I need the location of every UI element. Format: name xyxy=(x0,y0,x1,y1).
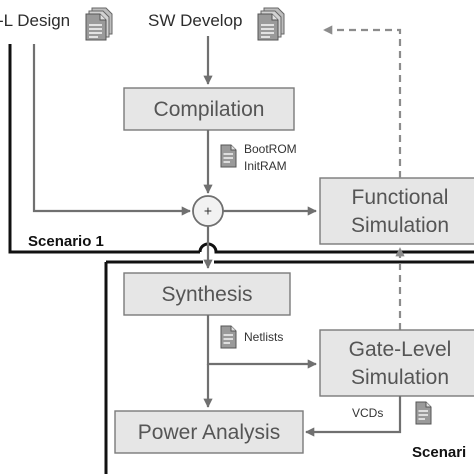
functional-label-line1: Functional xyxy=(352,186,449,209)
merge-symbol: + xyxy=(204,203,212,219)
rtl-design-label: -L Design xyxy=(0,11,70,30)
compilation-label: Compilation xyxy=(154,98,265,121)
scenario1-line-hop xyxy=(198,242,220,254)
vcds-label: VCDs xyxy=(352,406,383,420)
scenario2-label: Scenari xyxy=(412,444,466,461)
document-stack-icon xyxy=(85,7,113,41)
feedback-dashed-arrow xyxy=(323,25,402,178)
gate-level-simulation-step[interactable]: Gate-Level Simulation xyxy=(319,329,474,397)
gate-to-power-arrow xyxy=(305,396,402,437)
synthesis-step[interactable]: Synthesis xyxy=(123,272,291,316)
gate-label-line2: Simulation xyxy=(351,366,449,389)
merge-node: + xyxy=(192,195,224,227)
initram-label: InitRAM xyxy=(244,159,287,173)
power-analysis-step[interactable]: Power Analysis xyxy=(114,410,304,454)
compilation-step[interactable]: Compilation xyxy=(123,87,295,131)
document-icon xyxy=(220,144,237,168)
power-analysis-label: Power Analysis xyxy=(138,421,280,444)
gate-label-line1: Gate-Level xyxy=(349,338,452,361)
document-icon xyxy=(415,401,432,425)
scenario1-boundary xyxy=(8,44,474,254)
sw-develop-label: SW Develop xyxy=(148,11,242,30)
rtl-input-connector xyxy=(32,44,191,216)
bootrom-label: BootROM xyxy=(244,142,297,156)
synthesis-label: Synthesis xyxy=(161,283,252,306)
document-icon xyxy=(220,325,237,349)
netlists-label: Netlists xyxy=(244,330,283,344)
functional-label-line2: Simulation xyxy=(351,214,449,237)
document-stack-icon xyxy=(257,7,285,41)
functional-simulation-step[interactable]: Functional Simulation xyxy=(319,177,474,245)
scenario1-label: Scenario 1 xyxy=(28,233,104,250)
